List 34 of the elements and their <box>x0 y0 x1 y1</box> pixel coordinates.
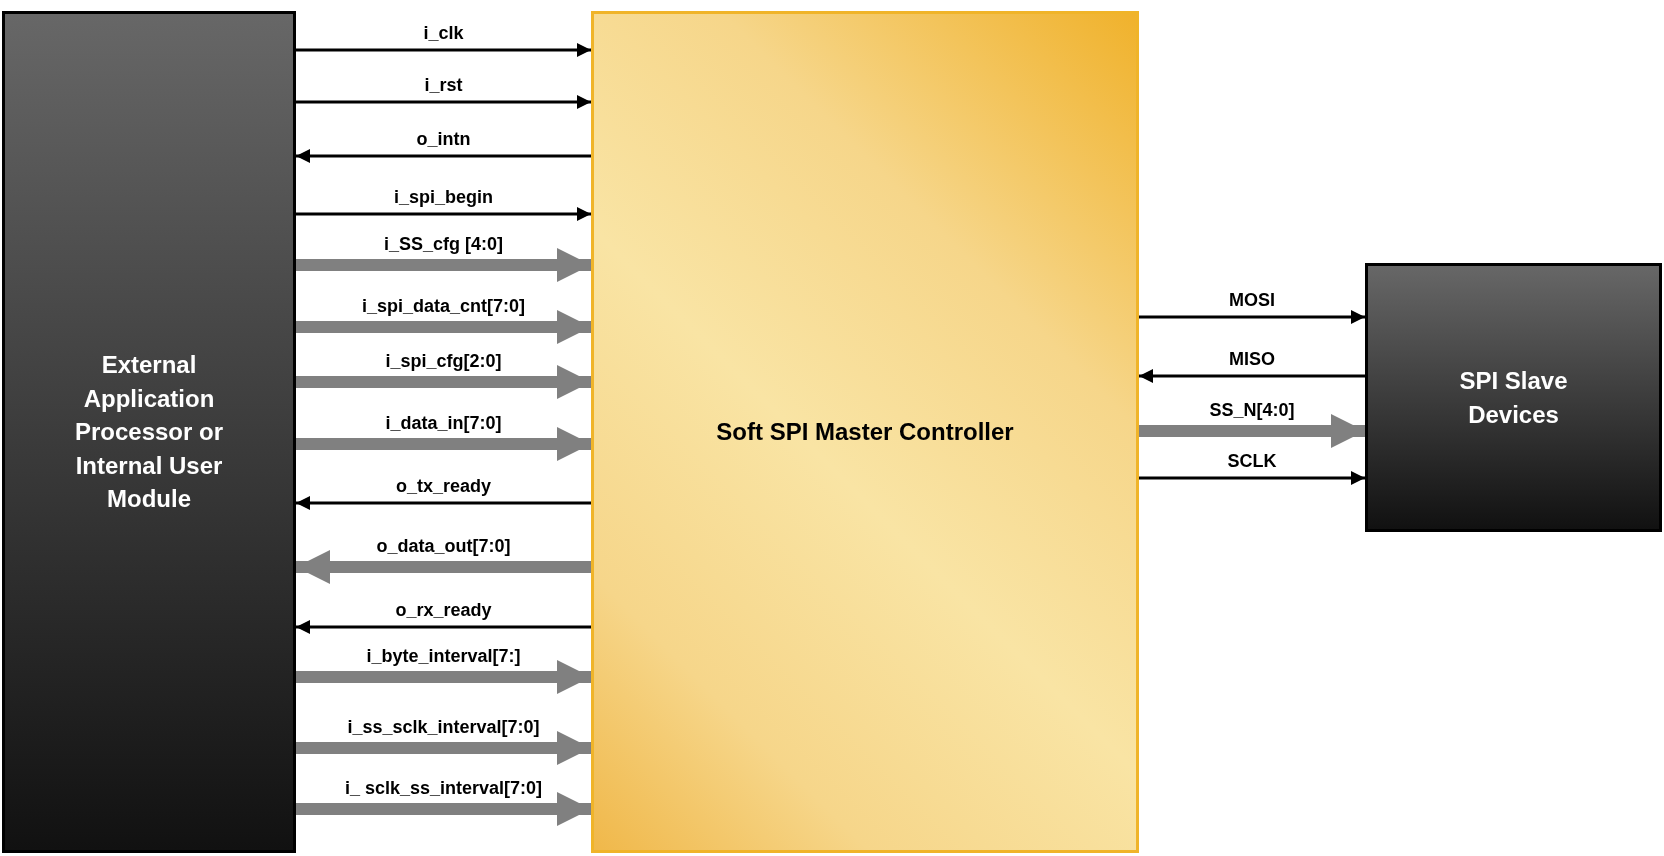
bus-arrow <box>296 248 591 282</box>
signal-arrow <box>296 207 591 221</box>
bus-arrow <box>296 660 591 694</box>
module-block <box>2 11 296 853</box>
signal-label: i_ss_sclk_interval[7:0] <box>345 717 542 739</box>
module-block <box>1365 263 1662 532</box>
signal-label: i_spi_cfg[2:0] <box>383 351 504 373</box>
signal-label: i_SS_cfg [4:0] <box>382 234 505 256</box>
signal-arrow <box>1139 369 1365 383</box>
bus-arrow <box>296 310 591 344</box>
bus-arrow <box>296 792 591 826</box>
signal-arrow <box>1139 471 1365 485</box>
signal-label: i_byte_interval[7:] <box>364 646 523 668</box>
signal-label: o_rx_ready <box>393 600 494 622</box>
signal-arrow <box>1139 310 1365 324</box>
signal-arrow <box>296 620 591 634</box>
bus-arrow <box>296 365 591 399</box>
signal-label: i_spi_begin <box>392 187 495 209</box>
signal-arrow <box>296 43 591 57</box>
block-title: SPI Slave Devices <box>1458 365 1569 430</box>
signal-label: o_data_out[7:0] <box>374 536 513 558</box>
signal-arrow <box>296 149 591 163</box>
block-title: External Application Processor or Internal User Module <box>73 350 225 515</box>
block-title: Soft SPI Master Controller <box>716 417 1014 448</box>
bus-arrow <box>296 427 591 461</box>
signal-arrow <box>296 496 591 510</box>
bus-arrow <box>296 731 591 765</box>
signal-label: SS_N[4:0] <box>1207 400 1297 422</box>
bus-arrow <box>296 550 591 584</box>
signal-label: o_tx_ready <box>393 476 494 498</box>
bus-arrow <box>1139 414 1365 448</box>
signal-arrow <box>296 95 591 109</box>
signal-label: i_data_in[7:0] <box>383 413 504 435</box>
controller-block <box>591 11 1139 853</box>
